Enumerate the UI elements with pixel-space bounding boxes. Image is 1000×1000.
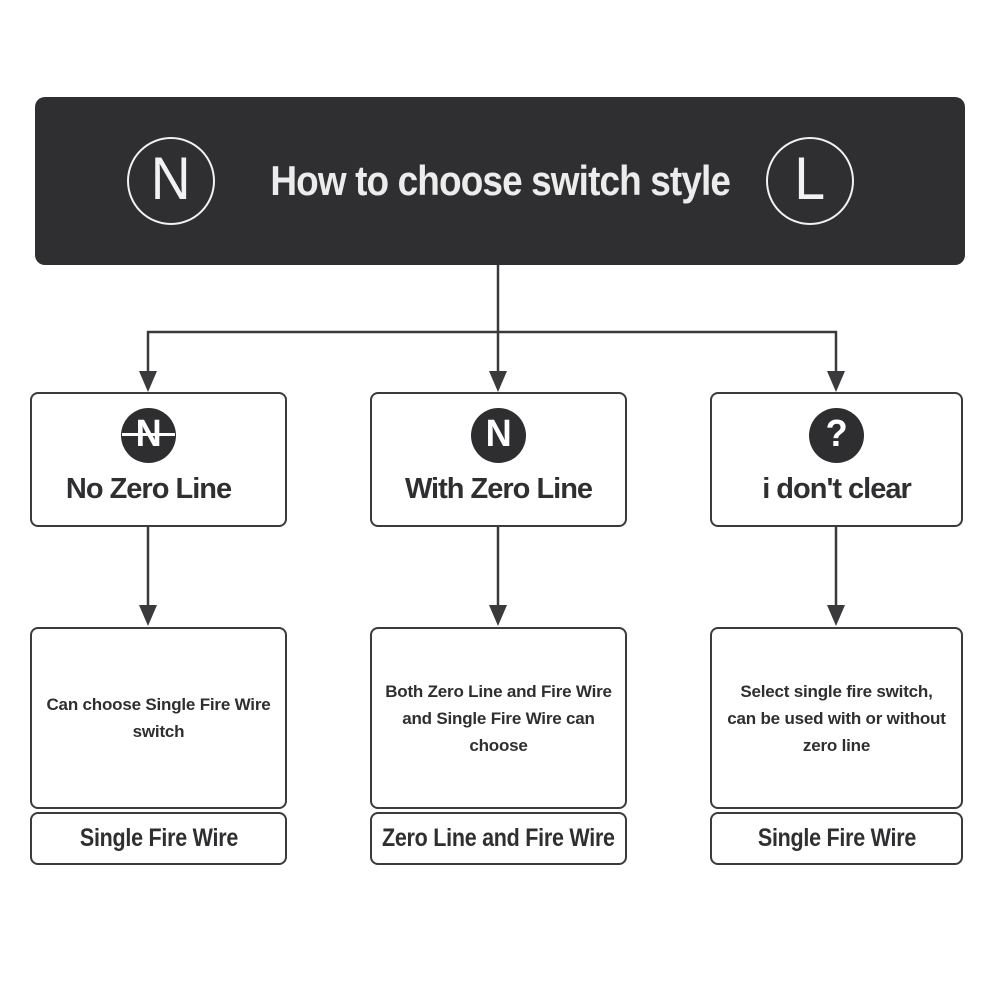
option-label: No Zero Line	[65, 473, 232, 505]
question-glyph: ?	[825, 413, 848, 455]
neutral-wire-badge-icon: N	[127, 137, 215, 225]
result-description-text: Select single fire switch, can be used w…	[727, 681, 946, 755]
n-circle-icon: N	[471, 408, 526, 463]
result-description-i-dont-clear: Select single fire switch, can be used w…	[710, 627, 963, 809]
result-description-text: Can choose Single Fire Wire switch	[46, 695, 271, 741]
live-wire-badge-icon: L	[766, 137, 854, 225]
arrowhead-icon	[489, 605, 507, 626]
question-circle-icon: ?	[809, 408, 864, 463]
arrowhead-icon	[827, 371, 845, 392]
result-description-with-zero-line: Both Zero Line and Fire Wire and Single …	[370, 627, 627, 809]
arrowhead-icon	[139, 371, 157, 392]
strikethrough-line	[122, 432, 175, 436]
neutral-badge-letter: N	[151, 145, 191, 212]
page-title-text: How to choose switch style	[270, 157, 731, 204]
arrowhead-icon	[139, 605, 157, 626]
result-description-text: Both Zero Line and Fire Wire and Single …	[385, 681, 612, 755]
option-label: i don't clear	[762, 473, 912, 505]
result-text: Single Fire Wire	[757, 824, 916, 852]
page-title: How to choose switch style	[35, 97, 965, 265]
result-no-zero-line: Single Fire Wire	[30, 812, 287, 865]
result-text: Zero Line and Fire Wire	[382, 824, 615, 852]
n-strikethrough-icon: N	[121, 408, 176, 463]
option-with-zero-line: N With Zero Line	[370, 392, 627, 527]
header-banner: N How to choose switch style L	[35, 97, 965, 265]
option-label: With Zero Line	[404, 473, 593, 505]
result-with-zero-line: Zero Line and Fire Wire	[370, 812, 627, 865]
n-glyph: N	[485, 413, 512, 455]
n-glyph: N	[135, 413, 162, 455]
option-i-dont-clear: ? i don't clear	[710, 392, 963, 527]
result-description-no-zero-line: Can choose Single Fire Wire switch	[30, 627, 287, 809]
live-badge-letter: L	[794, 145, 826, 212]
arrowhead-icon	[827, 605, 845, 626]
result-i-dont-clear: Single Fire Wire	[710, 812, 963, 865]
option-no-zero-line: N No Zero Line	[30, 392, 287, 527]
result-text: Single Fire Wire	[79, 824, 238, 852]
arrowhead-icon	[489, 371, 507, 392]
